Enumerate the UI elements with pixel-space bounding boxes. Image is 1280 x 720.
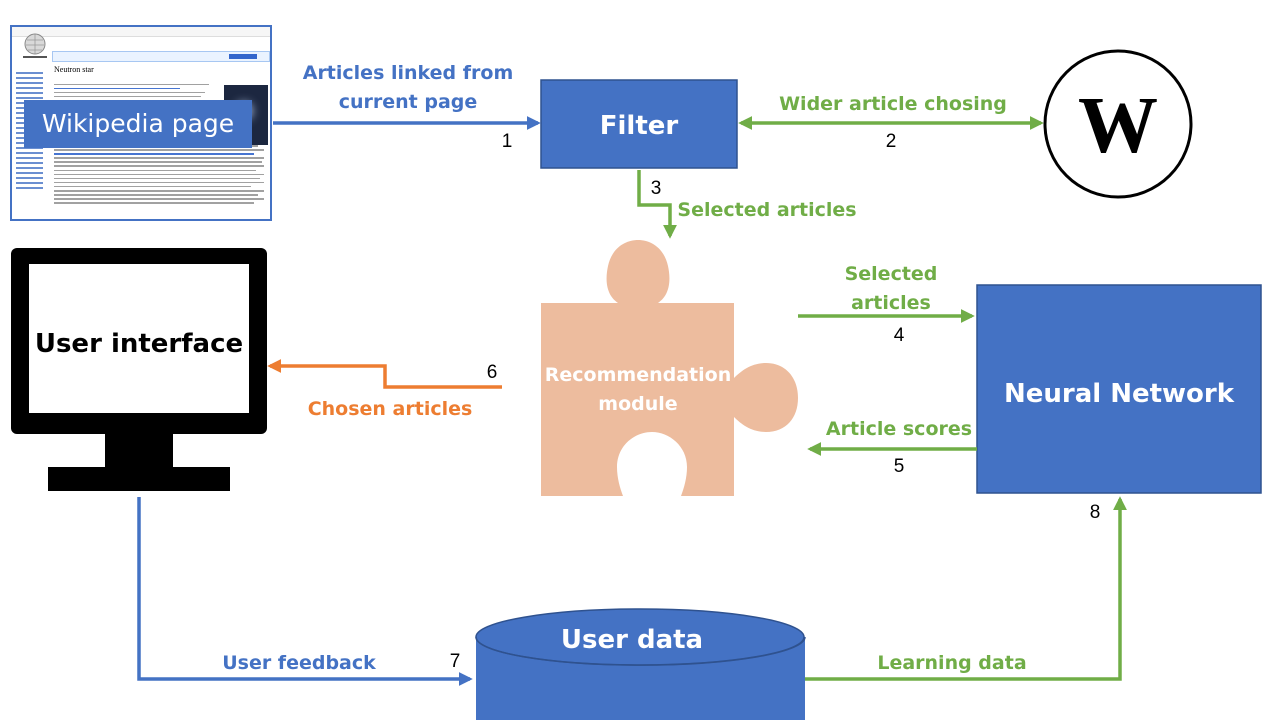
arrow-user-feedback: User feedback 7: [137, 497, 473, 686]
step-number-5: 5: [894, 456, 905, 477]
wiki-article-title: Neutron star: [54, 65, 94, 74]
recommendation-module-label-line1: Recommendation: [545, 364, 731, 386]
step-number-8: 8: [1090, 502, 1101, 523]
neural-network-label: Neural Network: [1004, 379, 1235, 409]
articles-linked-label-line1: Articles linked from: [303, 62, 514, 84]
wikipedia-logo-icon: W: [1043, 49, 1193, 199]
step-number-4: 4: [894, 325, 905, 346]
article-scores-label: Article scores: [826, 418, 972, 440]
step-number-6: 6: [487, 362, 498, 383]
neural-network-node: Neural Network: [976, 284, 1262, 494]
arrow-selected-articles-down: Selected articles 3: [637, 170, 857, 239]
learning-data-label: Learning data: [877, 652, 1026, 674]
filter-label: Filter: [600, 111, 679, 141]
user-interface-monitor: User interface: [11, 248, 267, 491]
articles-linked-label-line2: current page: [339, 91, 478, 113]
wikipedia-w-letter: W: [1078, 82, 1158, 170]
step-number-2: 2: [886, 131, 897, 152]
chosen-articles-label: Chosen articles: [308, 398, 473, 420]
user-data-database: User data: [475, 608, 806, 720]
selected-articles-right-line2: articles: [851, 292, 931, 314]
arrow-articles-linked: Articles linked from current page 1: [273, 62, 541, 152]
user-feedback-label: User feedback: [222, 652, 376, 674]
wikipedia-page-label: Wikipedia page: [24, 100, 252, 148]
browser-top-bar: [12, 27, 270, 37]
step-number-1: 1: [502, 131, 513, 152]
wiki-banner: [52, 51, 270, 62]
selected-articles-right-line1: Selected: [845, 263, 938, 285]
user-interface-label: User interface: [35, 329, 243, 359]
selected-articles-down-label: Selected articles: [677, 199, 856, 221]
arrow-article-scores: Article scores 5: [807, 418, 977, 477]
wider-article-label: Wider article chosing: [779, 93, 1007, 115]
arrow-chosen-articles: Chosen articles 6: [267, 359, 502, 420]
arrow-learning-data: Learning data 8: [805, 496, 1127, 681]
filter-node: Filter: [540, 79, 738, 169]
arrow-wider-article: Wider article chosing 2: [738, 93, 1044, 152]
step-number-7: 7: [450, 651, 461, 672]
user-data-label: User data: [561, 625, 703, 655]
wikipedia-globe-icon: [23, 33, 47, 58]
step-number-3: 3: [651, 178, 662, 199]
arrow-selected-articles-right: Selected articles 4: [798, 263, 975, 346]
recommendation-module-label-line2: module: [598, 393, 677, 415]
recommendation-module-puzzle: Recommendation module: [541, 240, 798, 496]
